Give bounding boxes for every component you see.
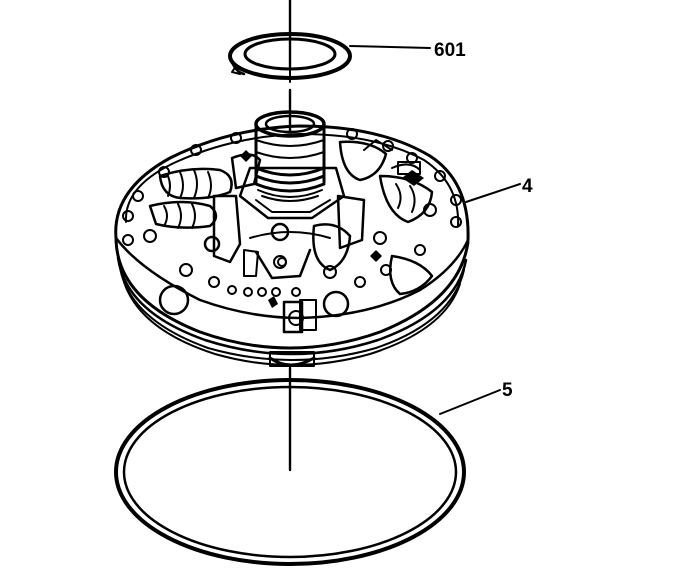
shading-accents [240,150,424,308]
seal-ring-601 [228,27,352,83]
leader-lines [349,45,521,415]
callout-label-5: 5 [502,380,513,401]
valve-passages [148,153,262,277]
o-ring-seal-5 [114,378,466,566]
callout-label-601: 601 [434,40,466,61]
perimeter-bolt-holes [122,128,462,326]
center-hub-flange [238,166,346,280]
callout-label-4: 4 [522,176,533,197]
pump-assembly-4 [114,110,470,367]
stator-shaft [254,110,326,202]
